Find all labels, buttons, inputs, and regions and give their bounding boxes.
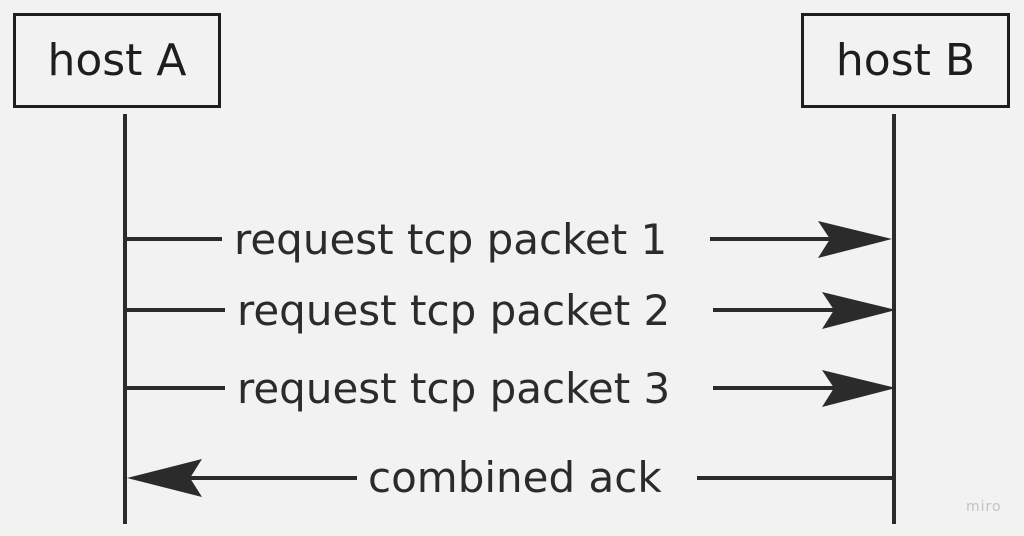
participant-host-a: host A — [13, 13, 221, 108]
participant-label: host A — [47, 34, 187, 86]
miro-watermark: miro — [966, 499, 1002, 515]
arrowhead-left-icon — [127, 459, 202, 497]
message-label-4: combined ack — [366, 453, 664, 502]
message-label-1: request tcp packet 1 — [232, 215, 670, 264]
message-arrow-2 — [127, 292, 896, 329]
participant-host-b: host B — [801, 13, 1010, 108]
arrowhead-right-icon — [822, 370, 896, 407]
message-arrow-1 — [127, 221, 892, 258]
arrowhead-right-icon — [818, 221, 892, 258]
message-label-2: request tcp packet 2 — [235, 286, 673, 335]
message-arrow-3 — [127, 370, 896, 407]
message-arrow-4 — [127, 459, 892, 497]
message-label-3: request tcp packet 3 — [235, 364, 673, 413]
arrowhead-right-icon — [822, 292, 896, 329]
participant-label: host B — [835, 34, 976, 86]
